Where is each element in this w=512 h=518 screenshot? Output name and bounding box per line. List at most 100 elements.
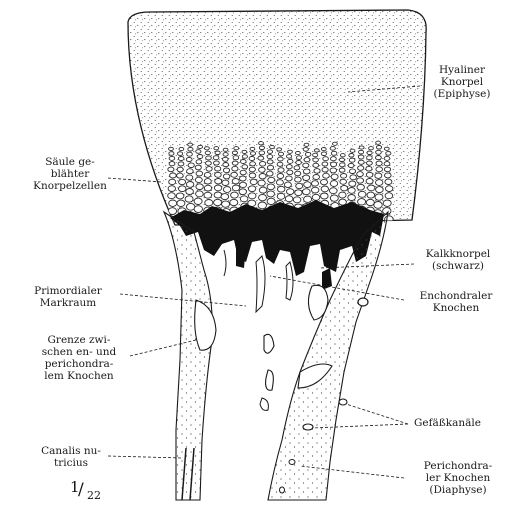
cartilage-cell	[305, 152, 311, 156]
cartilage-cell	[196, 184, 203, 190]
cartilage-cell	[303, 189, 311, 195]
cartilage-cell	[284, 182, 291, 187]
cartilage-cell	[215, 151, 220, 155]
cartilage-cell	[375, 173, 382, 178]
cartilage-cell	[323, 157, 329, 161]
cartilage-cell	[331, 157, 337, 161]
cartilage-cell	[259, 187, 267, 193]
cartilage-cell	[205, 151, 210, 155]
cartilage-cell	[194, 198, 202, 204]
cartilage-cell	[169, 162, 175, 166]
cartilage-cell	[304, 158, 310, 162]
cartilage-cell	[267, 198, 275, 204]
cartilage-cell	[376, 167, 383, 172]
cartilage-cell	[186, 189, 194, 195]
cartilage-cell	[223, 168, 229, 173]
cartilage-cell	[260, 162, 266, 167]
cartilage-cell	[223, 153, 228, 157]
label-perichondral-bone: Perichondra- ler Knochen (Diaphyse)	[410, 460, 506, 496]
cartilage-cell	[250, 152, 255, 156]
label-enchondral-bone: Enchondraler Knochen	[408, 290, 504, 314]
cartilage-cell	[340, 163, 346, 167]
cartilage-cell	[294, 166, 300, 170]
label-nutrient-canal: Canalis nu- tricius	[30, 445, 112, 469]
cartilage-cell	[250, 179, 257, 184]
cartilage-cell	[223, 163, 229, 167]
cartilage-cell	[366, 172, 373, 177]
cartilage-cell	[168, 186, 175, 192]
cartilage-cell	[258, 156, 264, 160]
cartilage-cell	[206, 167, 212, 172]
cartilage-cell	[259, 142, 264, 145]
cartilage-cell	[267, 165, 273, 170]
cartilage-cell	[340, 179, 347, 184]
cartilage-cell	[177, 173, 184, 178]
cartilage-cell	[322, 167, 328, 172]
cartilage-cell	[214, 185, 221, 191]
cartilage-cell	[358, 166, 364, 171]
cartilage-cell	[249, 167, 255, 172]
cartilage-cell	[322, 162, 328, 166]
cartilage-cell	[277, 162, 283, 166]
cartilage-cell	[198, 145, 203, 148]
cartilage-cell	[385, 193, 393, 199]
cartilage-cell	[384, 162, 390, 166]
cartilage-cell	[242, 155, 247, 159]
enchondral-trabeculae	[224, 250, 293, 410]
cartilage-cell	[276, 180, 283, 185]
cartilage-cell	[295, 177, 302, 182]
cartilage-cell	[278, 157, 284, 161]
cartilage-cell	[313, 158, 319, 162]
cartilage-cell	[250, 162, 256, 166]
cartilage-cell	[206, 156, 212, 160]
cartilage-cell	[321, 193, 329, 199]
cartilage-cell	[303, 148, 308, 152]
cartilage-cell	[196, 150, 201, 154]
cartilage-cell	[358, 160, 364, 164]
cartilage-cell	[304, 143, 309, 146]
cartilage-cell	[214, 192, 222, 198]
cartilage-cell	[240, 176, 247, 181]
cartilage-cell	[223, 187, 230, 193]
cartilage-cell	[278, 186, 285, 192]
cartilage-cell	[296, 183, 303, 188]
cartilage-cell	[169, 179, 176, 184]
cartilage-cell	[205, 200, 213, 206]
cartilage-cell	[339, 158, 344, 162]
cartilage-cell	[232, 161, 238, 165]
cartilage-cell	[267, 150, 272, 154]
label-cartilage-cell-columns: Säule ge- blähter Knorpelzellen	[24, 156, 116, 192]
label-hyaline-cartilage: Hyaliner Knorpel (Epiphyse)	[418, 64, 506, 100]
cartilage-cell	[357, 184, 364, 190]
cartilage-cell	[222, 201, 230, 207]
cartilage-cell	[169, 200, 177, 206]
cartilage-cell	[187, 152, 193, 156]
cartilage-cell	[331, 162, 337, 167]
cartilage-cell	[259, 194, 267, 200]
cartilage-cell	[287, 170, 293, 175]
cartilage-cell	[169, 152, 174, 156]
cartilage-cell	[204, 179, 211, 184]
cartilage-cell	[341, 186, 348, 191]
cartilage-cell	[357, 172, 364, 177]
cartilage-cell	[384, 156, 390, 160]
cartilage-cell	[376, 180, 383, 186]
cartilage-cell	[321, 179, 328, 184]
cartilage-cell	[178, 162, 184, 166]
cartilage-cell	[170, 173, 177, 178]
cartilage-cell	[278, 168, 284, 173]
cartilage-cell	[296, 161, 302, 165]
cartilage-cell	[179, 179, 186, 184]
cartilage-cell	[313, 175, 320, 180]
cartilage-cell	[359, 146, 364, 149]
cartilage-cell	[259, 146, 264, 150]
cartilage-cell	[277, 193, 285, 199]
cartilage-cell	[241, 160, 247, 164]
cartilage-cell	[250, 147, 255, 150]
cartilage-cell	[296, 151, 301, 154]
cartilage-cell	[293, 197, 301, 203]
cartilage-cell	[258, 180, 265, 186]
cartilage-cell	[188, 163, 194, 168]
cartilage-cell	[214, 199, 222, 205]
cartilage-cell	[349, 154, 354, 158]
